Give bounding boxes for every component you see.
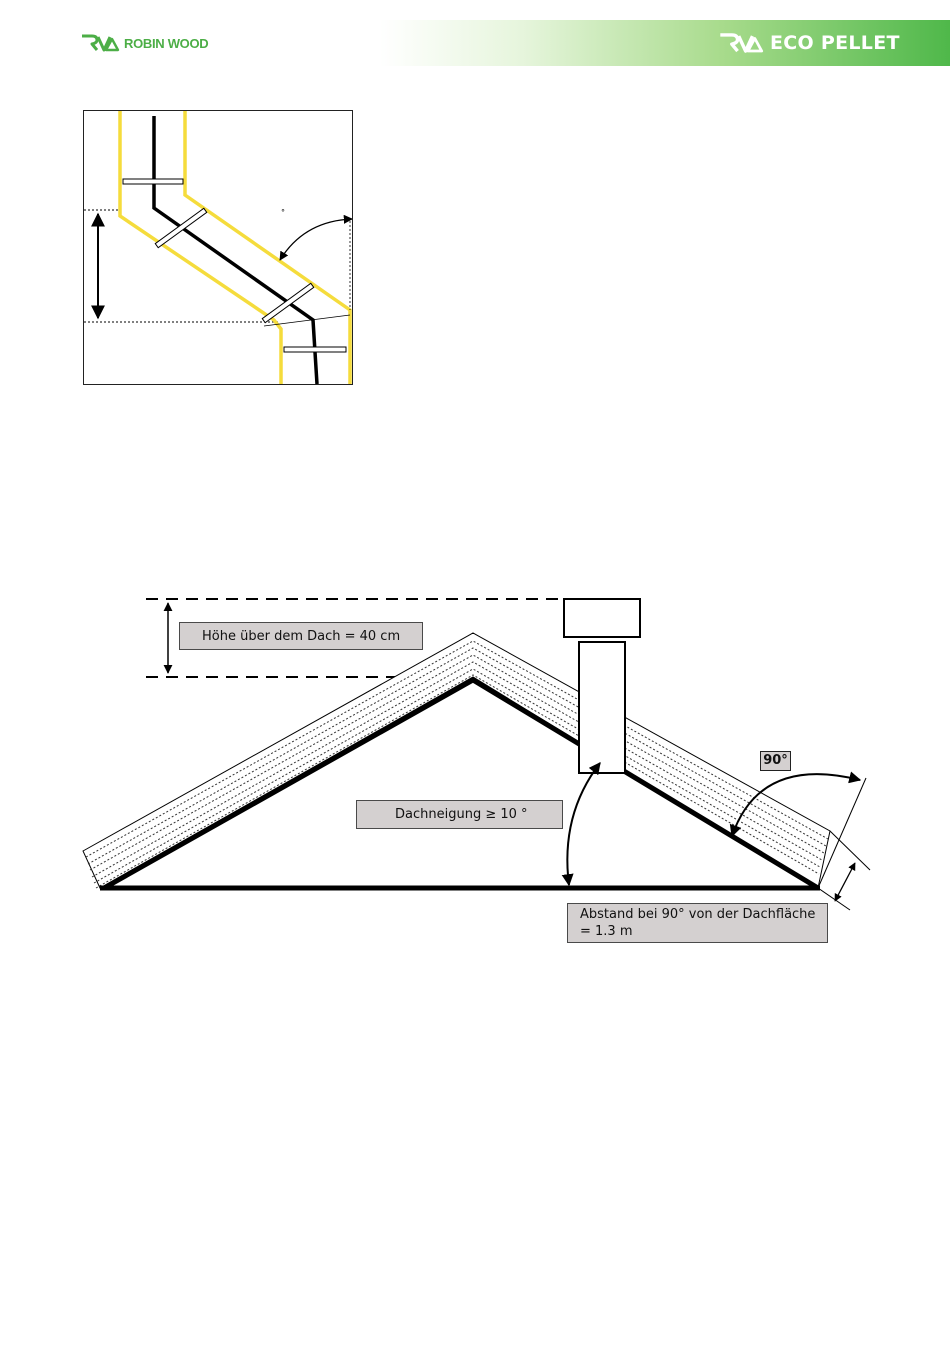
pipe-bracket-bottom xyxy=(284,347,346,352)
pitch-angle-arrow xyxy=(567,763,600,885)
rw-logo-icon xyxy=(718,32,764,54)
pipe-centerline xyxy=(154,116,317,384)
height-above-roof-label: Höhe über dem Dach = 40 cm xyxy=(179,622,423,650)
brand-name-right: ECO PELLET xyxy=(770,32,900,54)
right-angle-label: 90° xyxy=(760,751,791,771)
distance-dimension-arrow xyxy=(835,863,855,901)
roof-covering xyxy=(83,633,830,888)
robin-wood-brand: ROBIN WOOD xyxy=(80,33,208,53)
roof-distance-label-line2: = 1.3 m xyxy=(580,923,827,940)
roof-insulation-hatching xyxy=(86,641,828,888)
angle-arc-arrow xyxy=(280,219,352,260)
roof-distance-label-line1: Abstand bei 90° von der Dachfläche xyxy=(580,906,827,923)
chimney-cap xyxy=(564,599,640,637)
roof-distance-label: Abstand bei 90° von der Dachfläche = 1.3… xyxy=(567,903,828,943)
rw-logo-icon xyxy=(80,34,120,52)
flue-offset-diagram: ° xyxy=(83,110,353,385)
eco-pellet-brand: ECO PELLET xyxy=(718,30,900,56)
angle-degree-mark: ° xyxy=(281,208,285,217)
pipe-bracket-top xyxy=(123,179,183,184)
chimney-stack xyxy=(579,642,625,773)
roof-pitch-label: Dachneigung ≥ 10 ° xyxy=(356,800,563,829)
pipe-wall-left xyxy=(120,111,281,384)
distance-extension-line-2 xyxy=(830,831,870,870)
brand-name-left: ROBIN WOOD xyxy=(124,36,208,51)
flue-offset-drawing: ° xyxy=(84,111,352,384)
